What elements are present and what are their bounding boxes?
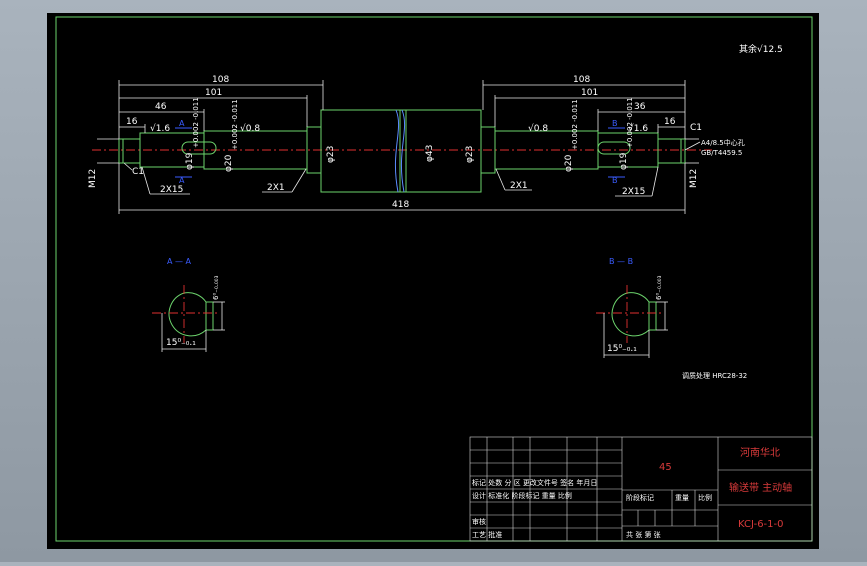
- section-a-a-title: A — A: [167, 257, 192, 266]
- dia-20-right: φ20: [564, 154, 574, 172]
- rough-1-6-left: √1.6: [150, 123, 170, 134]
- tb-material: 45: [659, 462, 672, 473]
- section-mark-a-top: A: [179, 119, 185, 128]
- dim-16-left: 16: [126, 117, 138, 127]
- rough-0-8-left: √0.8: [240, 123, 260, 134]
- heat-treatment-note: 调质处理 HRC28-32: [682, 371, 747, 380]
- section-b-b: B — B 6⁰₋₀.₀₀₃ 15⁰₋₀.₁: [596, 257, 668, 358]
- shaft-main-view: [92, 109, 712, 193]
- dia-43: φ43: [425, 145, 435, 162]
- break-line-1: [394, 109, 400, 193]
- dim-108-left: 108: [212, 75, 229, 85]
- dim-16-right: 16: [664, 117, 676, 127]
- tb-company: 河南华北: [740, 446, 780, 459]
- section-a-dim-6: 6⁰₋₀.₀₀₃: [212, 275, 220, 300]
- tol-20-left: +0.002 -0.011: [231, 99, 239, 150]
- section-a-dim-15: 15⁰₋₀.₁: [166, 338, 196, 348]
- section-b-circle: [611, 292, 650, 337]
- roller-body-43-left: [320, 109, 407, 193]
- break-line-2: [400, 109, 406, 193]
- tol-19-right: +0.002 -0.011: [626, 97, 634, 148]
- m12-left: M12: [88, 169, 98, 188]
- drawing-frame: [55, 16, 813, 542]
- right-thread-end: [657, 138, 686, 164]
- section-b-b-title: B — B: [609, 257, 633, 266]
- right-keyway: [597, 141, 631, 155]
- tb-row-review: 审核: [472, 517, 486, 526]
- chamfer-2x1-right: 2X1: [510, 181, 528, 191]
- drawing-sheet: [47, 13, 819, 549]
- chamfer-2x15-left: 2X15: [160, 185, 183, 195]
- dia-19-left: φ19: [185, 152, 195, 170]
- chamfer-2x1-left: 2X1: [267, 183, 285, 193]
- tb-row-marks: 标记 处数 分 区 更改文件号 签名 年月日: [472, 478, 597, 487]
- dia-23-right: φ23: [465, 146, 475, 163]
- section-b-dim-6: 6⁰₋₀.₀₀₃: [655, 275, 663, 300]
- section-mark-a-bottom: A: [179, 176, 185, 185]
- tb-weight: 重量: [675, 494, 689, 502]
- dia-19-right: φ19: [619, 152, 629, 170]
- center-hole-note-2: GB/T4459.5: [701, 149, 742, 157]
- dim-418: 418: [392, 200, 409, 210]
- tol-20-right: +0.002 -0.011: [571, 99, 579, 150]
- center-hole-note-1: A4/8.5中心孔: [701, 138, 745, 147]
- tb-stage-mark: 阶段标记: [626, 493, 654, 502]
- tb-sheet-count: 共 张 第 张: [626, 530, 661, 539]
- section-b-dim-15: 15⁰₋₀.₁: [607, 344, 637, 354]
- top-dimensions: 108 101 46 16 108 101 36 16 C1: [118, 75, 702, 139]
- dim-101-left: 101: [205, 88, 222, 98]
- tol-19-left: +0.002 -0.011: [192, 97, 200, 148]
- chamfer-2x15-right: 2X15: [622, 187, 645, 197]
- dim-46: 46: [155, 102, 167, 112]
- dim-101-right: 101: [581, 88, 598, 98]
- rough-1-6-right: √1.6: [628, 123, 648, 134]
- left-keyway: [181, 141, 217, 155]
- section-mark-b-bottom: B: [612, 176, 618, 185]
- dim-108-right: 108: [573, 75, 590, 85]
- tb-part-name: 输送带 主动轴: [729, 481, 792, 494]
- section-mark-b-top: B: [612, 119, 618, 128]
- title-block: 标记 处数 分 区 更改文件号 签名 年月日 设计 标准化 阶段标记 重量 比例…: [469, 436, 813, 542]
- c1-right: C1: [690, 123, 702, 133]
- rough-0-8-right: √0.8: [528, 123, 548, 134]
- roughness-note: 其余√12.5: [739, 43, 783, 55]
- tb-drawing-no: KCJ-6-1-0: [738, 519, 784, 530]
- c1-left: C1: [132, 167, 144, 177]
- tb-row-approve: 工艺 批准: [472, 530, 502, 539]
- tb-row-design: 设计 标准化 阶段标记 重量 比例: [472, 491, 572, 500]
- tb-scale: 比例: [698, 493, 712, 502]
- m12-right: M12: [689, 169, 699, 188]
- dia-23-left: φ23: [326, 146, 336, 163]
- dia-20-left: φ20: [224, 154, 234, 172]
- dim-36: 36: [634, 102, 646, 112]
- section-a-a: A — A 6⁰₋₀.₀₀₃ 15⁰₋₀.₁: [152, 257, 225, 352]
- section-a-circle: [168, 292, 207, 337]
